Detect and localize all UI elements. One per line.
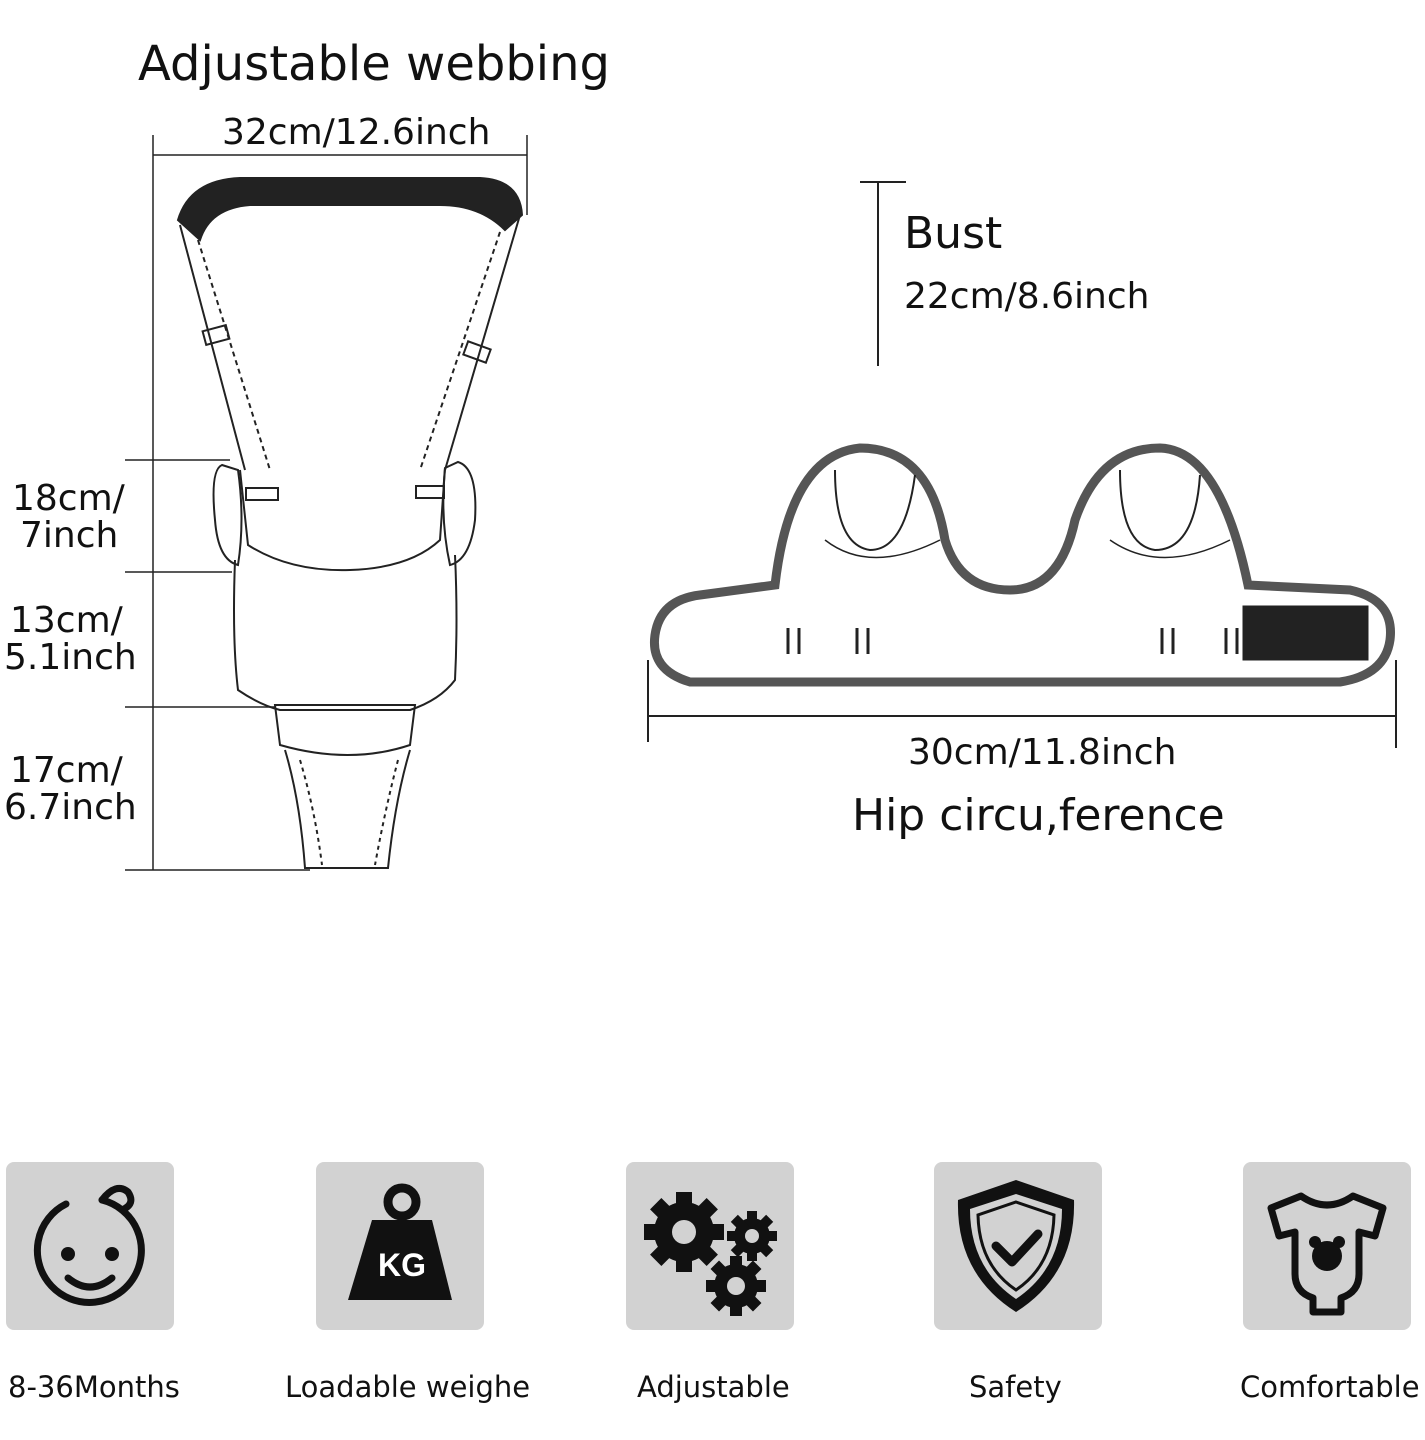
measurement-middle-cm: 13cm/	[10, 600, 123, 641]
hip-measurement: 30cm/11.8inch	[908, 732, 1177, 773]
measurement-middle-inch: 5.1inch	[4, 637, 137, 678]
kg-weight-icon: KG	[348, 1183, 452, 1300]
width-measurement: 32cm/12.6inch	[222, 112, 491, 153]
feature-card-weight: KG	[316, 1162, 484, 1330]
feature-label-age: 8-36Months	[8, 1370, 180, 1404]
baby-onesie-icon	[1267, 1192, 1387, 1316]
hip-title: Hip circu,ference	[852, 790, 1225, 841]
belt-drawing	[647, 181, 1397, 748]
feature-label-adjustable: Adjustable	[637, 1370, 790, 1404]
measurement-lower-cm: 17cm/	[10, 750, 123, 791]
feature-card-age	[6, 1162, 174, 1330]
measurement-upper-cm: 18cm/	[12, 478, 125, 519]
front-view-title: Adjustable webbing	[138, 36, 611, 92]
bust-measurement: 22cm/8.6inch	[904, 276, 1150, 317]
kg-label: KG	[378, 1247, 426, 1283]
shield-check-icon	[957, 1180, 1075, 1312]
feature-card-adjustable	[626, 1162, 794, 1330]
measurement-lower-inch: 6.7inch	[4, 787, 137, 828]
baby-face-icon	[33, 1184, 145, 1306]
bust-title: Bust	[904, 208, 1003, 259]
feature-label-weight: Loadable weighe	[285, 1370, 531, 1404]
gears-icon	[644, 1192, 777, 1316]
measurement-upper-inch: 7inch	[20, 515, 119, 556]
product-diagram	[125, 135, 1397, 871]
feature-label-comfort: Comfortable	[1240, 1370, 1420, 1404]
feature-card-comfort	[1243, 1162, 1411, 1330]
feature-label-safety: Safety	[969, 1370, 1062, 1404]
feature-card-safety	[934, 1162, 1102, 1330]
harness-front-drawing	[125, 135, 528, 871]
